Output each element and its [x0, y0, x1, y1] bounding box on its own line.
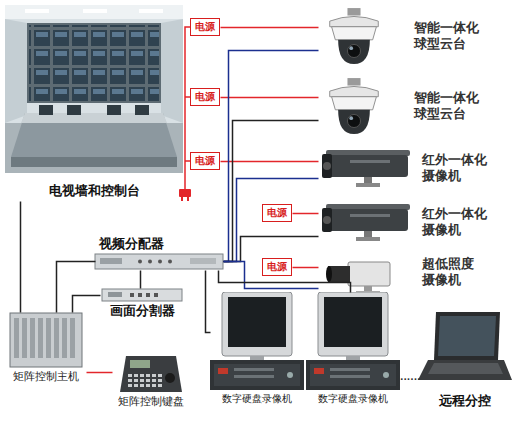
device-label: 矩阵控制键盘 — [112, 395, 190, 408]
power-box: 电源 — [190, 18, 220, 36]
power-box: 电源 — [190, 88, 220, 106]
device-label: 数字硬盘录像机 — [210, 393, 304, 406]
dome-camera: 智能一体化 球型云台 — [318, 6, 510, 70]
cable — [221, 161, 319, 163]
infrared-camera: 红外一体化 摄像机 — [318, 146, 510, 192]
dome-camera: 智能一体化 球型云台 — [318, 76, 510, 140]
device-label: 远程分控 — [418, 393, 512, 409]
device-label: 数字硬盘录像机 — [306, 393, 400, 406]
dvr: 数字硬盘录像机 — [306, 292, 400, 410]
device-label: 画面分割器 — [100, 303, 184, 319]
cable — [293, 213, 319, 215]
device-label: 智能一体化 球型云台 — [414, 90, 494, 123]
device-label: 红外一体化 摄像机 — [422, 206, 502, 239]
dvr: 数字硬盘录像机 — [210, 292, 304, 410]
cable — [224, 51, 319, 262]
infrared-camera: 红外一体化 摄像机 — [318, 200, 510, 246]
cable — [293, 267, 319, 269]
matrix-keyboard: 矩阵控制键盘 — [112, 352, 190, 412]
power-label: 电源 — [195, 90, 215, 104]
cable — [224, 179, 319, 262]
power-box: 电源 — [262, 204, 292, 222]
power-label: 电源 — [195, 20, 215, 34]
power-label: 电源 — [267, 206, 287, 220]
device-label: 矩阵控制主机 — [6, 370, 86, 383]
cable — [20, 202, 22, 313]
screen-splitter: 画面分割器 — [100, 288, 184, 324]
power-label: 电源 — [267, 260, 287, 274]
cable — [224, 121, 319, 262]
low-light-camera: 超低照度 摄像机 — [318, 254, 510, 298]
device-label: 红外一体化 摄像机 — [422, 152, 502, 185]
cable — [221, 97, 319, 99]
device-label: 智能一体化 球型云台 — [414, 20, 494, 53]
cable — [221, 27, 319, 29]
control-room: 电视墙和控制台 — [5, 5, 183, 201]
cable — [206, 271, 211, 333]
device-label: 视频分配器 — [99, 236, 219, 252]
power-box: 电源 — [190, 152, 220, 170]
cable — [87, 372, 113, 374]
cable — [57, 262, 96, 313]
device-label: 超低照度 摄像机 — [422, 256, 502, 289]
video-distributor: 视频分配器 — [95, 236, 223, 270]
ellipsis-dots: ...... — [400, 372, 421, 382]
remote-laptop: 远程分控 — [418, 310, 512, 414]
matrix-host: 矩阵控制主机 — [6, 312, 86, 388]
power-box: 电源 — [262, 258, 292, 276]
cable — [73, 296, 101, 313]
device-label: 电视墙和控制台 — [5, 183, 183, 199]
power-label: 电源 — [195, 154, 215, 168]
cable — [140, 271, 142, 289]
